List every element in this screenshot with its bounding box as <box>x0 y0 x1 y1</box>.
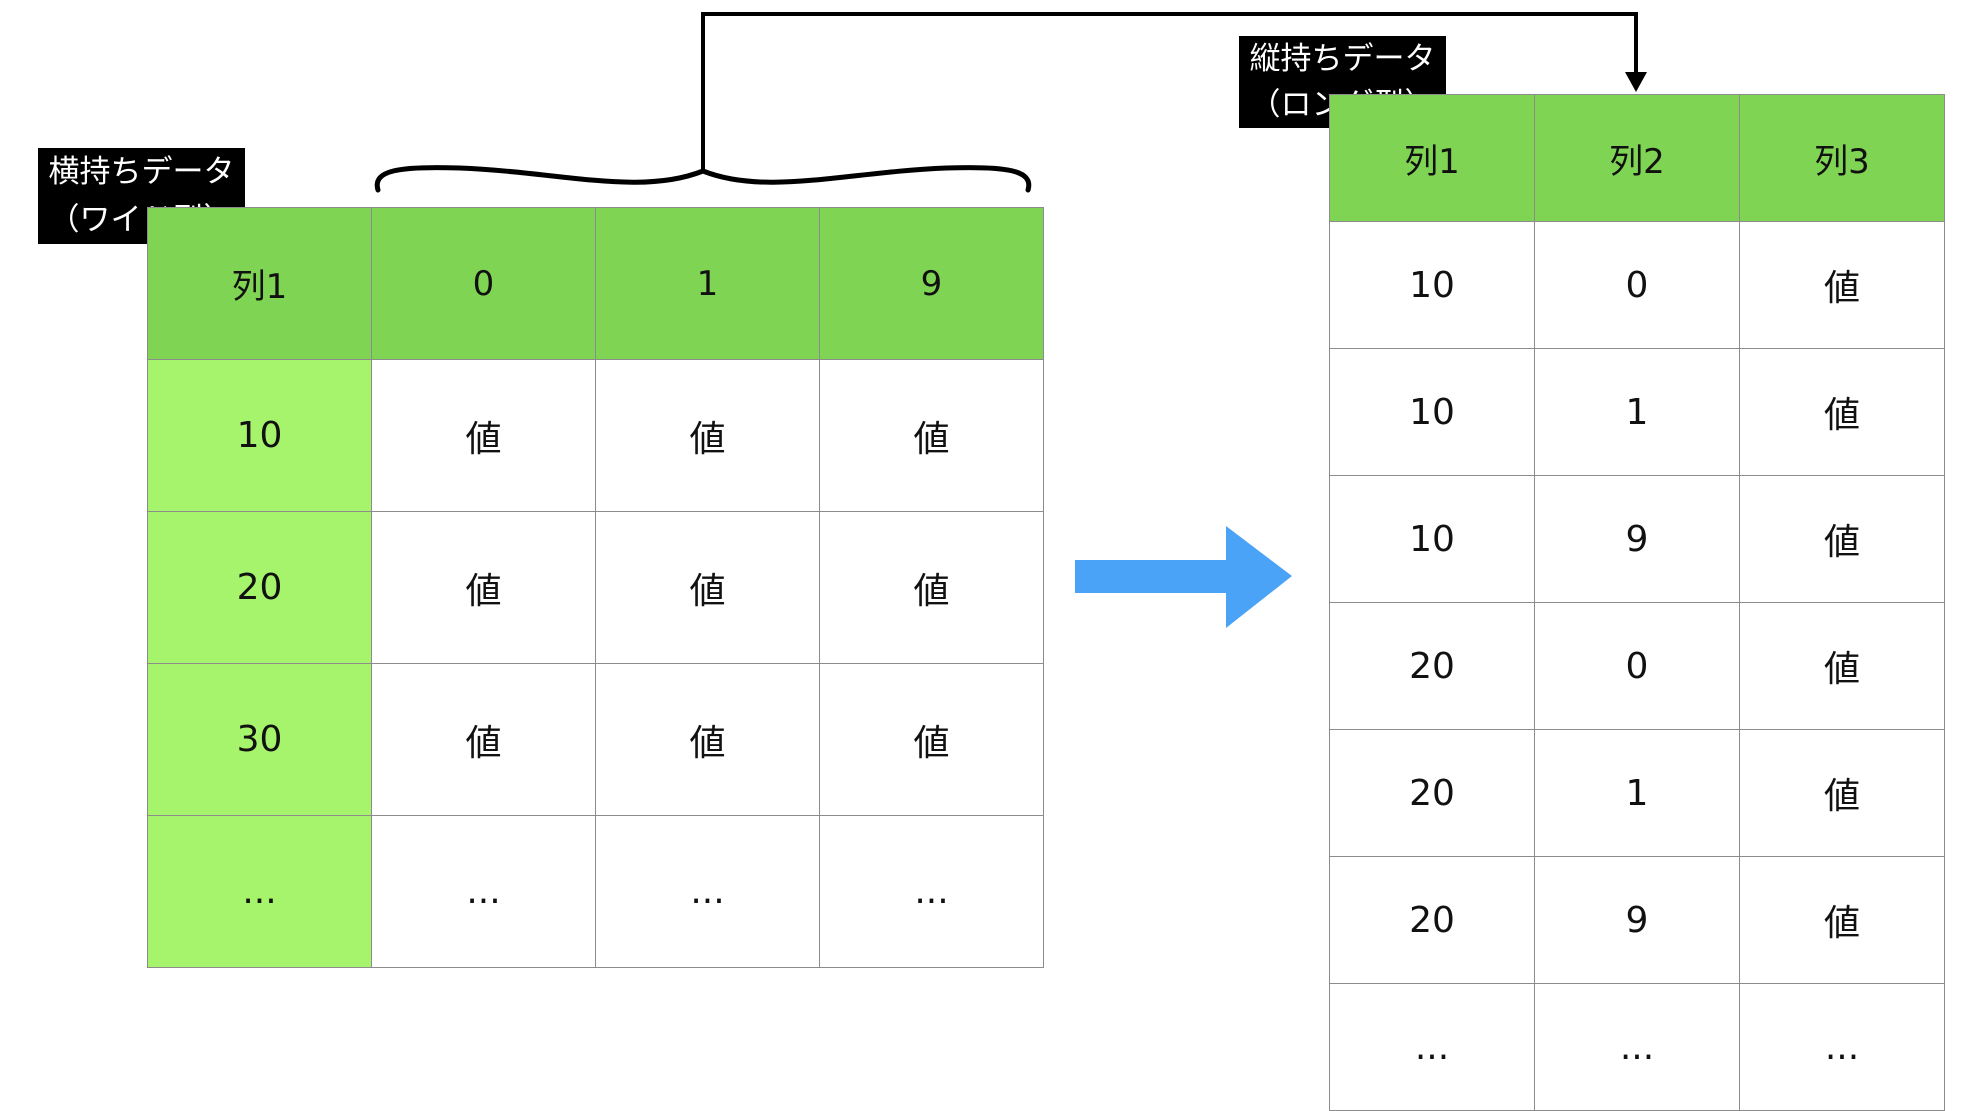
long-cell: 値 <box>1739 856 1945 984</box>
wide-table-row: 30 値 値 値 <box>147 663 1044 816</box>
wide-label-line1: 横持ちデータ <box>48 154 235 190</box>
long-cell: 20 <box>1329 602 1535 730</box>
long-cell: 値 <box>1739 348 1945 476</box>
long-table-row: 20 1 値 <box>1329 729 1945 857</box>
long-cell: 10 <box>1329 348 1535 476</box>
wide-value-cell: ... <box>819 815 1044 968</box>
wide-value-cell: 値 <box>371 663 596 816</box>
long-header-row: 列1 列2 列3 <box>1329 94 1945 222</box>
long-cell: 値 <box>1739 475 1945 603</box>
long-cell: 値 <box>1739 602 1945 730</box>
long-header-cell: 列2 <box>1534 94 1740 222</box>
wide-value-cell: 値 <box>819 663 1044 816</box>
long-cell: 10 <box>1329 475 1535 603</box>
long-cell: ... <box>1739 983 1945 1111</box>
wide-value-cell: 値 <box>371 511 596 664</box>
long-label-line1: 縦持ちデータ <box>1249 41 1436 77</box>
transform-arrow-icon <box>1075 526 1292 628</box>
long-table: 列1 列2 列3 10 0 値 10 1 値 10 9 値 20 0 値 20 … <box>1329 94 1945 1111</box>
long-table-row: 20 9 値 <box>1329 856 1945 984</box>
long-cell: 9 <box>1534 856 1740 984</box>
wide-table-row: ... ... ... ... <box>147 815 1044 968</box>
long-cell: 0 <box>1534 602 1740 730</box>
curly-brace <box>374 165 1032 193</box>
long-cell: 1 <box>1534 729 1740 857</box>
wide-value-cell: 値 <box>819 511 1044 664</box>
wide-header-cell: 0 <box>371 207 596 360</box>
wide-key-cell: ... <box>147 815 372 968</box>
wide-value-cell: ... <box>595 815 820 968</box>
wide-key-cell: 30 <box>147 663 372 816</box>
wide-header-cell: 1 <box>595 207 820 360</box>
long-cell: 1 <box>1534 348 1740 476</box>
wide-header-row: 列1 0 1 9 <box>147 207 1044 360</box>
wide-value-cell: 値 <box>595 511 820 664</box>
wide-table: 列1 0 1 9 10 値 値 値 20 値 値 値 30 値 値 値 ... … <box>147 207 1044 968</box>
connector-arrowhead <box>1625 72 1647 92</box>
long-table-row: 10 0 値 <box>1329 221 1945 349</box>
long-header-cell: 列1 <box>1329 94 1535 222</box>
connector-line <box>701 12 1638 171</box>
long-cell: 値 <box>1739 221 1945 349</box>
wide-header-cell: 9 <box>819 207 1044 360</box>
long-cell: 20 <box>1329 729 1535 857</box>
long-cell: ... <box>1329 983 1535 1111</box>
long-cell: 20 <box>1329 856 1535 984</box>
wide-header-cell: 列1 <box>147 207 372 360</box>
wide-value-cell: 値 <box>819 359 1044 512</box>
long-cell: 0 <box>1534 221 1740 349</box>
wide-key-cell: 10 <box>147 359 372 512</box>
long-table-row: 20 0 値 <box>1329 602 1945 730</box>
wide-value-cell: ... <box>371 815 596 968</box>
long-table-row: 10 1 値 <box>1329 348 1945 476</box>
long-cell: ... <box>1534 983 1740 1111</box>
wide-value-cell: 値 <box>371 359 596 512</box>
long-header-cell: 列3 <box>1739 94 1945 222</box>
wide-value-cell: 値 <box>595 359 820 512</box>
long-cell: 値 <box>1739 729 1945 857</box>
wide-key-cell: 20 <box>147 511 372 664</box>
long-table-row: 10 9 値 <box>1329 475 1945 603</box>
wide-table-row: 20 値 値 値 <box>147 511 1044 664</box>
wide-table-row: 10 値 値 値 <box>147 359 1044 512</box>
long-cell: 9 <box>1534 475 1740 603</box>
long-cell: 10 <box>1329 221 1535 349</box>
wide-value-cell: 値 <box>595 663 820 816</box>
long-table-row: ... ... ... <box>1329 983 1945 1111</box>
